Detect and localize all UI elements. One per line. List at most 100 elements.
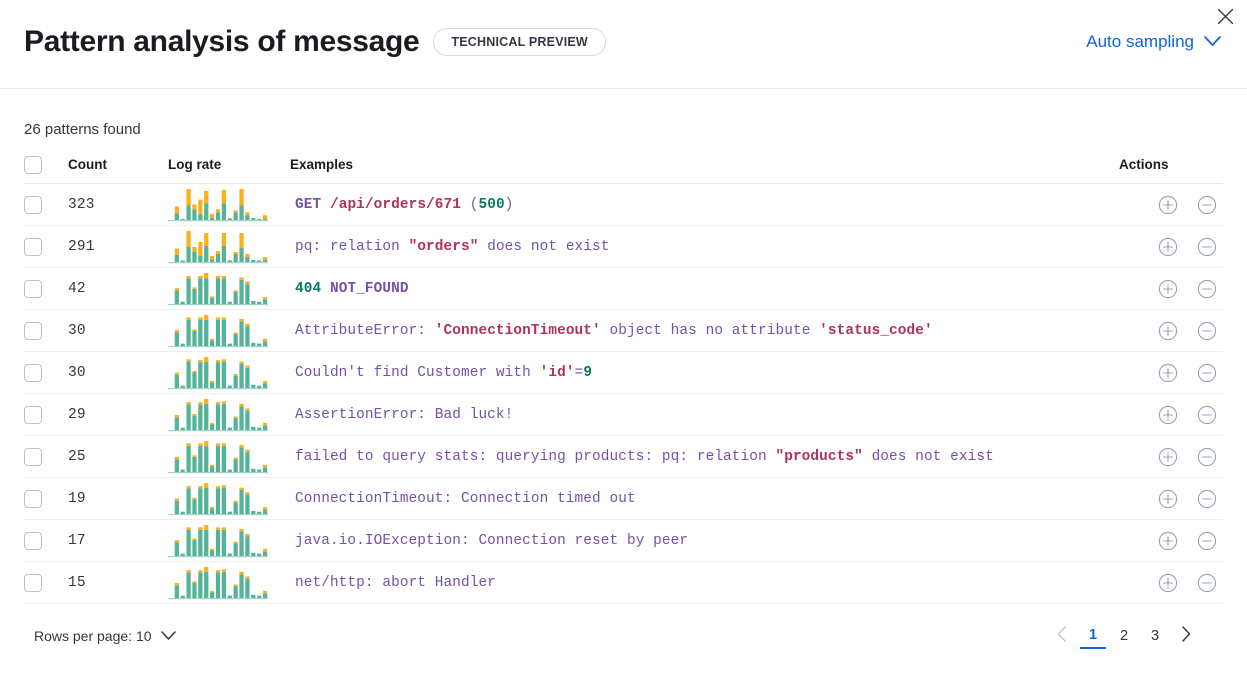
sparkline-bar-orange bbox=[215, 208, 221, 212]
select-all-checkbox[interactable] bbox=[24, 156, 42, 174]
sparkline-bar-orange bbox=[210, 380, 215, 383]
sparkline-bar-orange bbox=[198, 526, 203, 530]
filter-for-value-button[interactable] bbox=[1157, 278, 1179, 300]
select-all-header bbox=[24, 147, 68, 184]
sparkline-bar-green bbox=[245, 367, 250, 388]
filter-out-value-button[interactable] bbox=[1196, 362, 1218, 384]
sparkline-baseline bbox=[168, 471, 268, 473]
example-token: "products" bbox=[775, 448, 863, 465]
rows-per-page-button[interactable]: Rows per page: 10 bbox=[34, 628, 176, 644]
sparkline-bar-orange bbox=[233, 500, 238, 502]
count-header[interactable]: Count bbox=[68, 147, 168, 184]
pagination-page-2[interactable]: 2 bbox=[1119, 628, 1129, 644]
table-footer: Rows per page: 10 1 2 3 bbox=[24, 604, 1223, 649]
log-rate-sparkline bbox=[168, 356, 268, 389]
sparkline-bar-green bbox=[251, 217, 256, 220]
sparkline-bar-green bbox=[180, 595, 185, 598]
auto-sampling-button[interactable]: Auto sampling bbox=[1086, 32, 1223, 52]
sparkline-bar-green bbox=[262, 592, 268, 598]
sparkline-bar-green bbox=[239, 405, 244, 430]
filter-out-value-button[interactable] bbox=[1196, 404, 1218, 426]
row-checkbox[interactable] bbox=[24, 405, 42, 424]
row-actions bbox=[1119, 436, 1223, 477]
row-example-text: GET /api/orders/671 (500) bbox=[290, 197, 1119, 213]
sparkline-bar-green bbox=[210, 339, 215, 346]
sparkline-bar-orange bbox=[262, 548, 268, 551]
sparkline-bar-orange bbox=[198, 359, 203, 362]
sparkline-bar-green bbox=[221, 245, 226, 262]
table-row[interactable]: 42 404 NOT_FOUND bbox=[24, 267, 1223, 310]
sparkline-bar-green bbox=[174, 289, 179, 304]
filter-for-value-button[interactable] bbox=[1157, 362, 1179, 384]
row-checkbox[interactable] bbox=[24, 363, 42, 382]
sparkline-bar-green bbox=[180, 385, 185, 388]
filter-out-value-button[interactable] bbox=[1196, 446, 1218, 468]
sparkline-bar-orange bbox=[239, 188, 244, 205]
filter-for-value-button[interactable] bbox=[1157, 194, 1179, 216]
sparkline-bar-green bbox=[245, 535, 250, 556]
filter-out-value-button[interactable] bbox=[1196, 488, 1218, 510]
row-count: 42 bbox=[68, 267, 168, 310]
filter-for-value-button[interactable] bbox=[1157, 320, 1179, 342]
pagination-next-button[interactable] bbox=[1173, 623, 1199, 649]
filter-for-value-button[interactable] bbox=[1157, 236, 1179, 258]
sparkline-bar-green bbox=[210, 549, 215, 556]
pagination-page-1[interactable]: 1 bbox=[1080, 623, 1106, 649]
filter-out-value-button[interactable] bbox=[1196, 320, 1218, 342]
filter-out-value-button[interactable] bbox=[1196, 278, 1218, 300]
log-rate-sparkline bbox=[168, 230, 268, 263]
sparkline-bar-green bbox=[204, 203, 209, 220]
row-checkbox[interactable] bbox=[24, 447, 42, 466]
sparkline-bar-orange bbox=[239, 528, 244, 531]
sparkline-bar-orange bbox=[215, 569, 221, 573]
sparkline-bar-green bbox=[221, 571, 226, 598]
row-actions bbox=[1119, 562, 1223, 603]
close-flyout-button[interactable] bbox=[1211, 2, 1239, 30]
filter-for-value-button[interactable] bbox=[1157, 404, 1179, 426]
filter-out-value-button[interactable] bbox=[1196, 572, 1218, 594]
log-rate-header[interactable]: Log rate bbox=[168, 147, 290, 184]
row-checkbox[interactable] bbox=[24, 531, 42, 550]
pagination-page-3[interactable]: 3 bbox=[1150, 628, 1160, 644]
row-log-rate-cell bbox=[168, 519, 290, 562]
row-checkbox[interactable] bbox=[24, 195, 42, 214]
row-checkbox[interactable] bbox=[24, 279, 42, 298]
row-checkbox[interactable] bbox=[24, 237, 42, 256]
filter-for-value-button[interactable] bbox=[1157, 530, 1179, 552]
sparkline-bar-green bbox=[233, 375, 238, 388]
row-example-text: 404 NOT_FOUND bbox=[290, 281, 1119, 297]
filter-for-value-button[interactable] bbox=[1157, 446, 1179, 468]
minus-circle-icon bbox=[1197, 321, 1217, 340]
pagination-previous-button[interactable] bbox=[1049, 623, 1075, 649]
sparkline-bar-orange bbox=[239, 318, 244, 321]
row-checkbox[interactable] bbox=[24, 321, 42, 340]
filter-out-value-button[interactable] bbox=[1196, 236, 1218, 258]
sparkline-bar-green bbox=[192, 582, 197, 598]
sparkline-bar-green bbox=[180, 218, 185, 220]
sparkline-bar-green bbox=[239, 573, 244, 598]
row-example-cell: ConnectionTimeout: Connection timed out bbox=[290, 477, 1119, 520]
sparkline-bar-green bbox=[198, 572, 203, 598]
sparkline-bar-orange bbox=[221, 400, 226, 404]
examples-header[interactable]: Examples bbox=[290, 147, 1119, 184]
plus-circle-icon bbox=[1158, 447, 1178, 466]
filter-for-value-button[interactable] bbox=[1157, 572, 1179, 594]
filter-out-value-button[interactable] bbox=[1196, 530, 1218, 552]
sparkline-bar-green bbox=[251, 426, 256, 430]
row-checkbox[interactable] bbox=[24, 489, 42, 508]
row-checkbox[interactable] bbox=[24, 573, 42, 592]
filter-out-value-button[interactable] bbox=[1196, 194, 1218, 216]
sparkline-bar-orange bbox=[239, 571, 244, 574]
row-example-text: failed to query stats: querying products… bbox=[290, 449, 1119, 465]
sparkline-bar-green bbox=[227, 553, 232, 556]
filter-for-value-button[interactable] bbox=[1157, 488, 1179, 510]
